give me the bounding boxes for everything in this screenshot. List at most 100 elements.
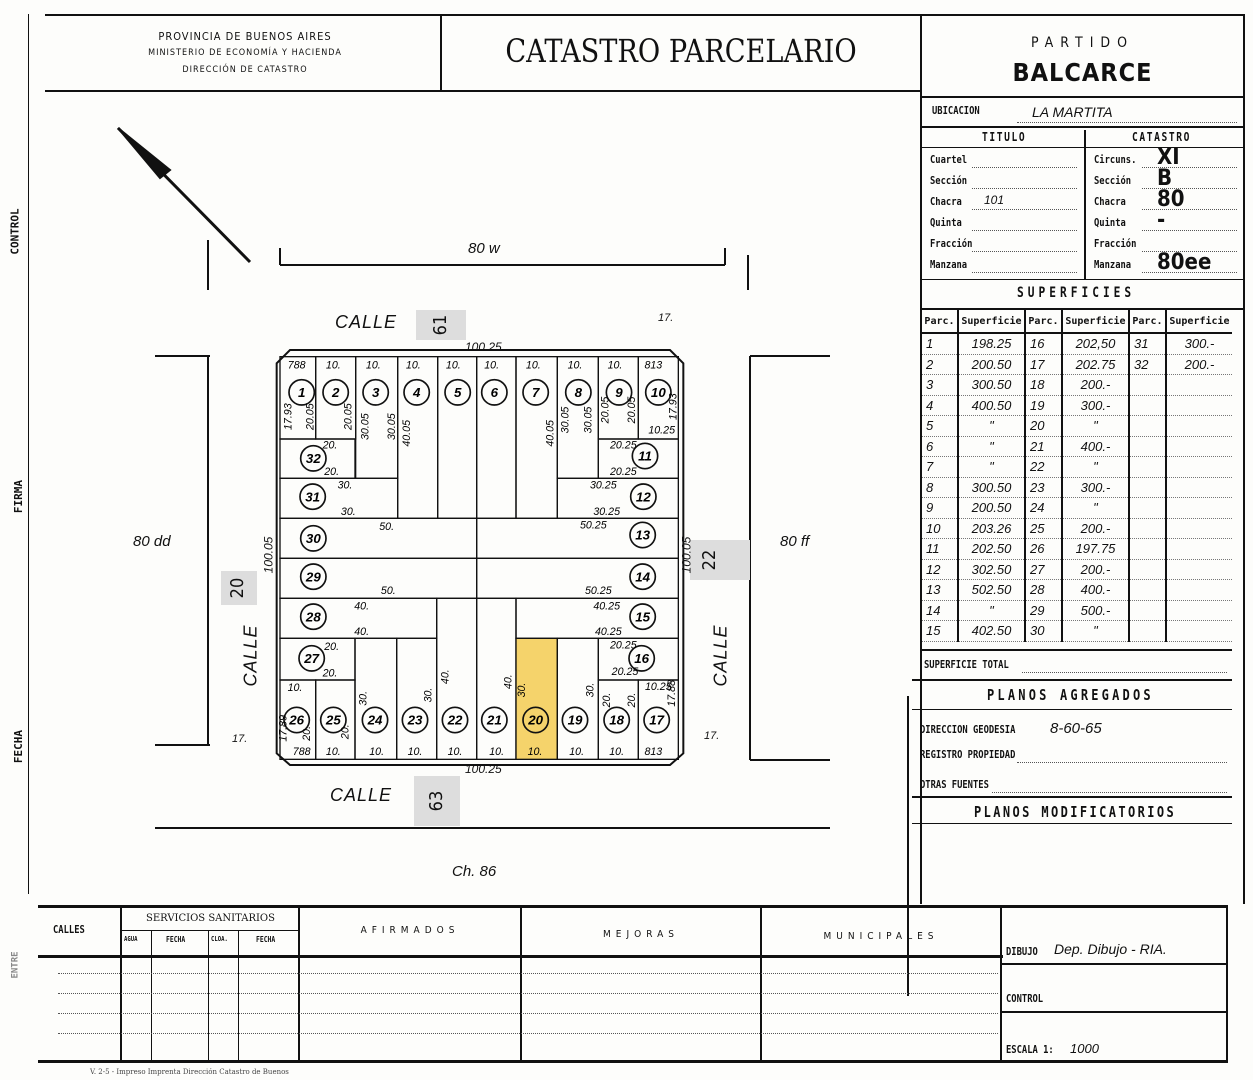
parcel-cell: [1127, 600, 1166, 621]
catastro-field-label: Fracción: [1094, 237, 1137, 250]
parcel-marker: [631, 442, 659, 470]
parcel-cell: [1127, 497, 1166, 519]
dimension-label: 10.: [406, 359, 421, 371]
corner-label: 17.: [658, 312, 674, 324]
parcel-cell: 14: [922, 600, 958, 621]
dimension-label: 10.: [446, 359, 461, 371]
superficie-cell: 202,50: [1060, 333, 1129, 355]
parcel-marker: [299, 603, 327, 631]
dimension-label: 10.: [288, 682, 303, 694]
parcel-5[interactable]: [436, 356, 478, 519]
parcel-19[interactable]: [556, 637, 599, 760]
parcel-cell: [1127, 456, 1166, 478]
superficie-cell: 198.25: [956, 333, 1025, 355]
superficies-heading: SUPERFICIES: [1017, 285, 1136, 301]
street-label-right: CALLE: [710, 624, 731, 687]
dibujo-value: Dep. Dibujo - RIA.: [1054, 941, 1167, 957]
superficie-cell: 300.50: [956, 374, 1025, 396]
parcel-25[interactable]: [315, 679, 356, 760]
side-label-entre: ENTRE: [10, 951, 21, 979]
superficie-row: 5"20": [922, 415, 1232, 437]
dimension-label: 40.: [439, 669, 451, 684]
dimension-label: 50.: [379, 521, 394, 533]
page-title: CATASTRO PARCELARIO: [505, 32, 857, 70]
parcel-number: 32: [306, 451, 321, 466]
parcel-number: 23: [407, 713, 423, 728]
parcel-number: 16: [634, 651, 649, 666]
parcel-marker: [441, 706, 469, 734]
planos-modificatorios-heading: PLANOS MODIFICATORIOS: [974, 803, 1177, 821]
parcel-number: 20: [527, 713, 543, 728]
col-superficie: Superficie: [1164, 310, 1232, 334]
street-number-left: 20: [221, 571, 257, 605]
parcel-marker: [628, 644, 656, 672]
dimension-label: 10.: [326, 359, 341, 371]
titulo-field-label: Quinta: [930, 216, 962, 229]
superficie-cell: [1164, 497, 1232, 519]
parcel-number: 22: [447, 713, 463, 728]
parcel-cell: 25: [1023, 518, 1062, 539]
parcel-cell: 10: [922, 518, 958, 539]
parcel-cell: [1127, 395, 1166, 416]
parcel-marker: [629, 483, 657, 511]
superficie-cell: ": [1060, 456, 1129, 478]
dimension-label: 30.05: [386, 413, 398, 440]
dimension-label: 10.: [526, 359, 541, 371]
parcel-cell: 26: [1023, 538, 1062, 560]
dimension-label: 40.: [354, 600, 369, 612]
parcel-marker: [444, 378, 472, 406]
parcel-17[interactable]: [637, 679, 679, 760]
dimension-label: 17.89: [278, 715, 290, 742]
catastro-field-value: -: [1157, 208, 1166, 233]
parcel-cell: [1127, 436, 1166, 457]
parcel-number: 25: [325, 713, 341, 728]
parcel-cell: 19: [1023, 395, 1062, 416]
superficie-cell: ": [956, 600, 1025, 621]
parcel-number: 27: [303, 651, 319, 666]
parcel-marker: [561, 706, 589, 734]
superficie-cell: [1164, 456, 1232, 478]
parcel-cell: 13: [922, 579, 958, 601]
street-number-right: 22: [690, 540, 750, 580]
dimension-label: 20.05: [626, 397, 638, 425]
org-line-2: MINISTERIO DE ECONOMÍA Y HACIENDA: [148, 48, 342, 58]
superficie-cell: 302.50: [956, 559, 1025, 580]
dimension-label: 20.05: [304, 403, 316, 431]
parcel-23[interactable]: [395, 637, 438, 760]
parcel-marker: [522, 378, 550, 406]
superficie-cell: 500.-: [1060, 600, 1129, 621]
parcel-cell: 8: [922, 477, 958, 498]
parcel-6[interactable]: [476, 356, 517, 519]
parcel-marker: [298, 644, 326, 672]
dimension-label: 10.25: [645, 681, 672, 693]
parcel-number: 8: [575, 385, 583, 400]
superficie-cell: 502.50: [956, 579, 1025, 601]
parcel-20[interactable]: [515, 637, 558, 760]
col-mejoras: MEJORAS: [603, 929, 679, 940]
dimension-label: 10.: [448, 746, 463, 758]
catastro-field-value: 80: [1157, 187, 1185, 212]
parcel-number: 9: [615, 385, 623, 400]
superficie-cell: 402.50: [956, 620, 1025, 642]
superficie-cell: ": [1060, 415, 1129, 437]
parcel-marker: [288, 378, 316, 406]
dimension-label: 20.: [339, 724, 351, 740]
registro-propiedad-label: REGISTRO PROPIEDAD: [920, 748, 1016, 761]
parcel-number: 29: [305, 569, 321, 584]
titulo-field-label: Cuartel: [930, 153, 968, 166]
dimension-label: 10.: [569, 746, 584, 758]
superficie-total-label: SUPERFICIE TOTAL: [924, 658, 1009, 671]
dimension-label: 788: [288, 359, 306, 371]
dimension-label: 20.25: [609, 466, 637, 478]
dimension-label: 30.: [584, 683, 596, 698]
superficie-cell: [1164, 477, 1232, 498]
titulo-field-value: 101: [984, 193, 1005, 207]
superficie-cell: 400.-: [1060, 579, 1129, 601]
dimension-label: 30.: [338, 479, 353, 491]
dimension-label: 50.25: [580, 519, 607, 531]
dimension-label: 20.25: [609, 439, 637, 451]
